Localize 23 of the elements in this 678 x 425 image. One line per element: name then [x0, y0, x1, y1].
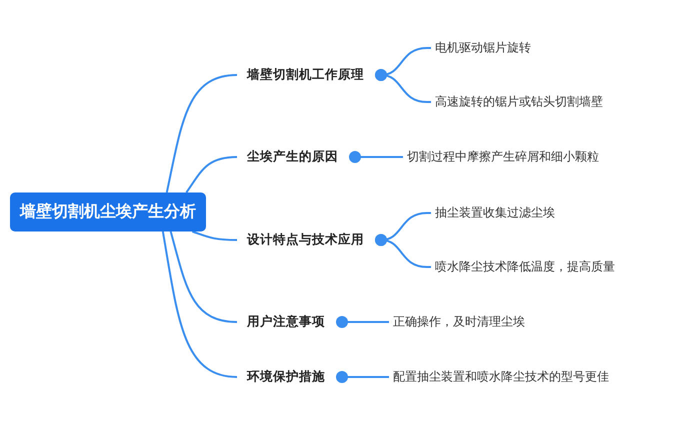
- subtopic-text: 切割过程中摩擦产生碎屑和细小颗粒: [407, 150, 599, 164]
- branch-line: [162, 231, 238, 378]
- subtopic-text: 配置抽尘装置和喷水降尘技术的型号更佳: [393, 370, 609, 384]
- branch-line: [192, 230, 238, 241]
- dot-connector: [349, 151, 403, 163]
- subtopic-text: 抽尘装置收集过滤尘埃: [435, 206, 555, 220]
- subtopic-text: 正确操作，及时清理尘埃: [393, 314, 525, 328]
- dot-connector: [336, 371, 389, 383]
- subtopic-text: 高速旋转的锯片或钻头切割墙壁: [435, 94, 603, 108]
- branch-topic: 墙壁切割机工作原理: [247, 66, 364, 82]
- central-topic-box: 墙壁切割机尘埃产生分析: [10, 192, 206, 232]
- branch-line: [186, 156, 238, 194]
- branch-topic: 用户注意事项: [247, 314, 325, 328]
- dot-connector: [375, 69, 431, 103]
- branch-line: [166, 74, 238, 193]
- branch-line: [170, 231, 238, 323]
- subtopic-text: 电机驱动锯片旋转: [435, 40, 531, 54]
- dot-connector: [375, 234, 431, 268]
- branch-topic: 设计特点与技术应用: [247, 232, 364, 246]
- branch-topic: 尘埃产生的原因: [247, 148, 338, 164]
- dot-connector: [336, 316, 389, 328]
- branch-topic: 环境保护措施: [247, 368, 325, 384]
- subtopic-text: 喷水降尘技术降低温度，提高质量: [435, 260, 615, 274]
